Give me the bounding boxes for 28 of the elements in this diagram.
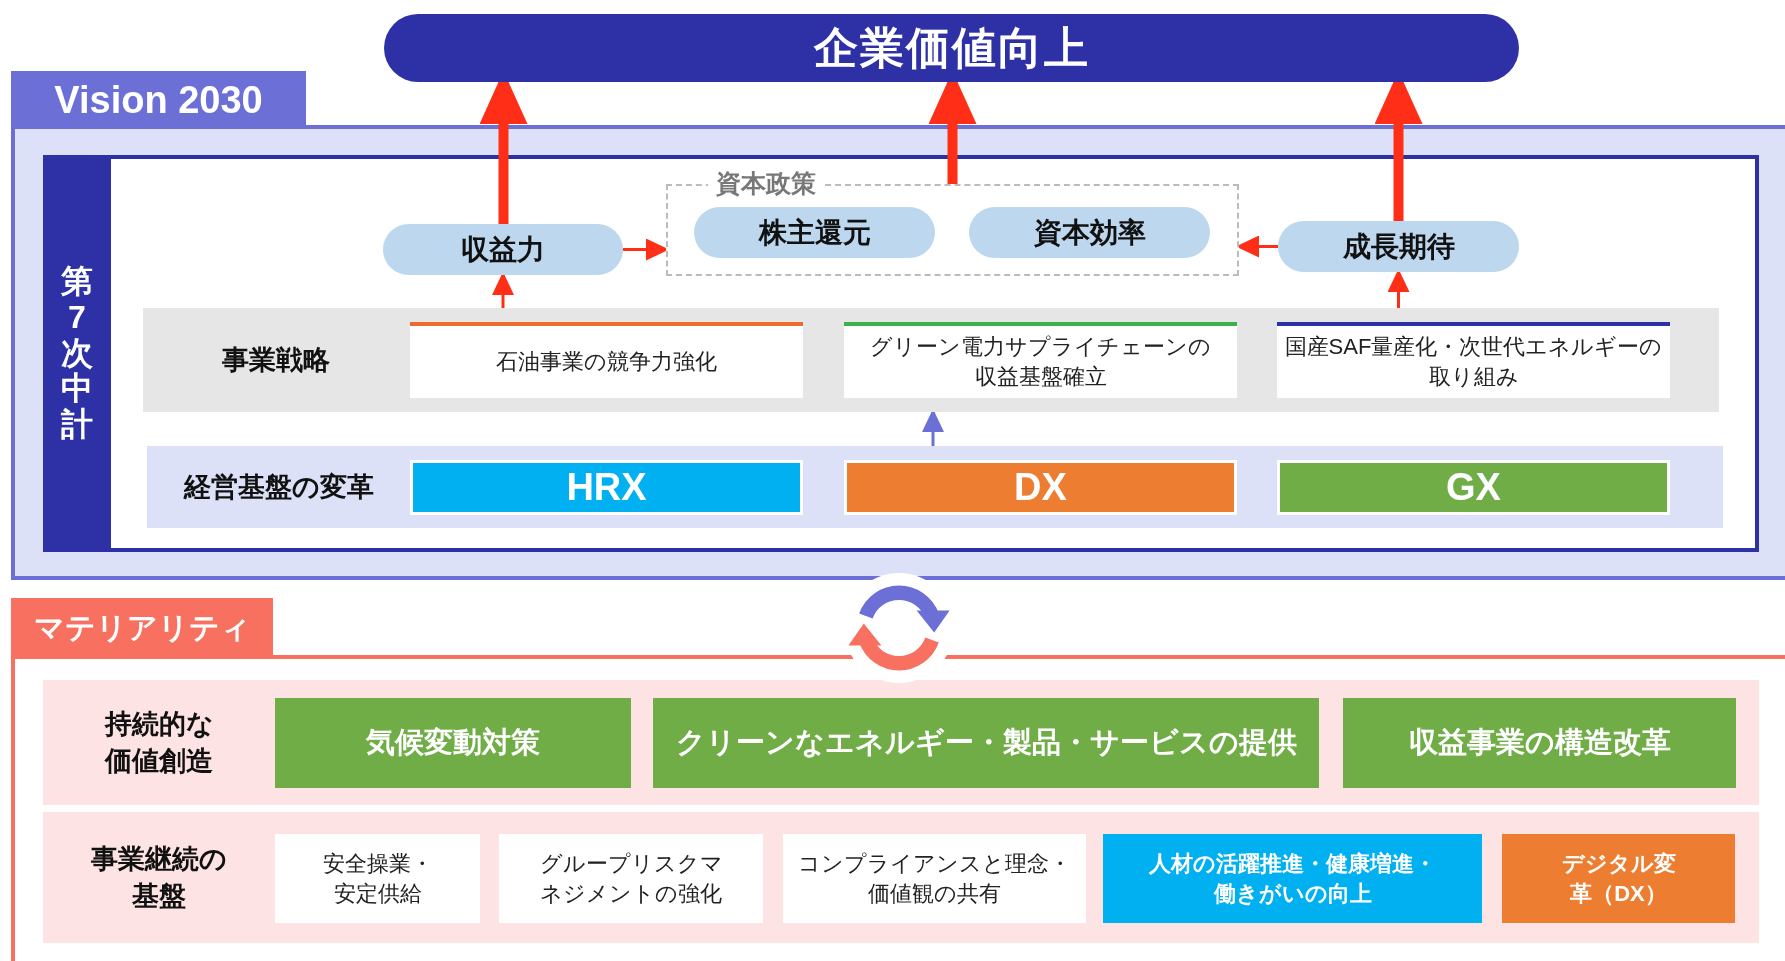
category-band — [43, 680, 1759, 805]
plan-panel — [43, 155, 1759, 552]
category-band — [143, 308, 1719, 412]
materiality-box: クリーンなエネルギー・製品・サービスの提供 — [653, 698, 1319, 788]
category-band — [147, 446, 1723, 528]
strategy-card: 石油事業の競争力強化 — [410, 322, 803, 398]
strategy-card: グリーン電力サプライチェーンの収益基盤確立 — [844, 322, 1237, 398]
goal-pill: 収益力 — [383, 224, 623, 275]
goal-banner: 企業価値向上 — [384, 14, 1519, 82]
materiality-box: デジタル変革（DX） — [1502, 834, 1735, 923]
strategy-card: 国産SAF量産化・次世代エネルギーの取り組み — [1277, 322, 1670, 398]
goal-pill: 成長期待 — [1278, 221, 1519, 272]
initiative-bar: GX — [1277, 460, 1670, 515]
initiative-bar: DX — [844, 460, 1237, 515]
materiality-box: 収益事業の構造改革 — [1343, 698, 1736, 788]
row-title: 事業継続の基盤 — [90, 843, 228, 913]
row-title: 事業戦略 — [221, 343, 331, 377]
materiality-box: 人材の活躍推進・健康増進・働きがいの向上 — [1103, 834, 1482, 923]
category-band — [43, 812, 1759, 943]
materiality-box: 気候変動対策 — [275, 698, 631, 788]
materiality-box: コンプライアンスと理念・価値観の共有 — [783, 834, 1086, 923]
row-title: 持続的な価値創造 — [103, 708, 215, 778]
initiative-bar: HRX — [410, 460, 803, 515]
materiality-box: 安全操業・安定供給 — [275, 834, 480, 923]
goal-pill: 資本効率 — [969, 207, 1210, 258]
materiality-box: グループリスクマネジメントの強化 — [499, 834, 763, 923]
row-title: 経営基盤の変革 — [182, 470, 375, 504]
goal-pill: 株主還元 — [694, 207, 935, 258]
